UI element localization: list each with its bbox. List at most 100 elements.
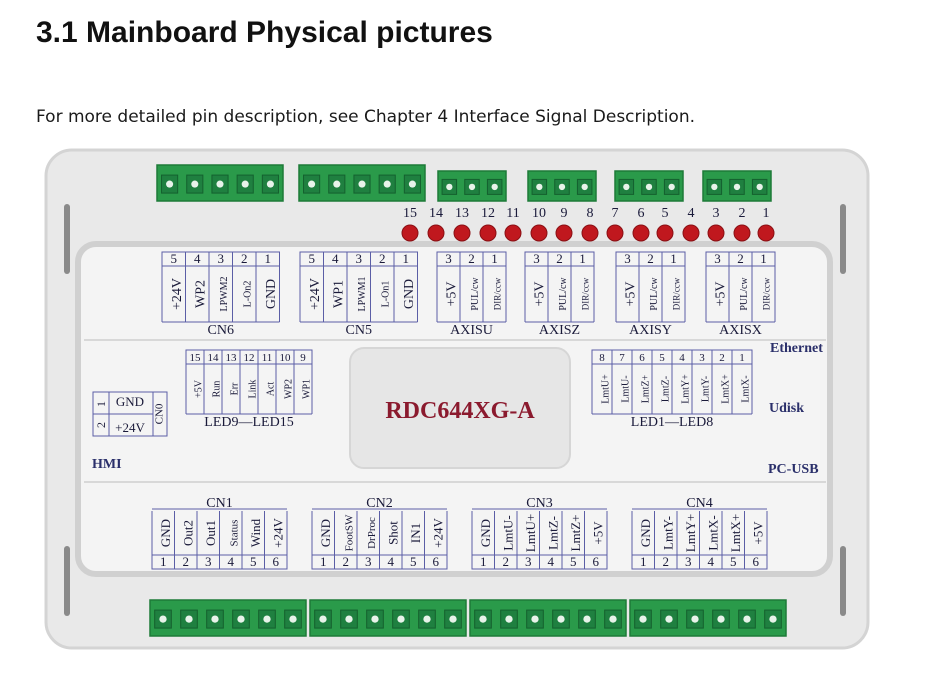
pin-number: 3: [365, 554, 372, 569]
pin-number: 2: [503, 554, 510, 569]
pin-number: 3: [624, 251, 631, 266]
top-terminal: [527, 170, 597, 202]
pin-number: 4: [228, 554, 235, 569]
pin-label: WP1: [331, 280, 346, 308]
pin-label: LmtY-: [661, 516, 676, 550]
led-indicator: [757, 224, 775, 242]
led-number: 1: [763, 206, 770, 221]
pin-label: +5V: [193, 379, 204, 398]
pin-label: LmtX-: [706, 515, 721, 550]
group-label: CN6: [208, 323, 234, 338]
pin-number: 4: [332, 251, 339, 266]
pin-label: Link: [247, 380, 258, 399]
led-indicator: [530, 224, 548, 242]
pin-label: LmtU-: [620, 375, 631, 402]
pin-number: 2: [556, 251, 563, 266]
pin-label: LPWM2: [219, 277, 230, 312]
pin-label: DIR/ccw: [672, 277, 682, 310]
pin-label: LmtY-: [700, 376, 711, 402]
pin-label: Shot: [386, 521, 401, 545]
pin-label: GND: [402, 279, 417, 309]
pin-number: 2: [183, 554, 190, 569]
pin-number: 9: [300, 352, 306, 364]
pin-label: GND: [318, 519, 333, 547]
top-terminal: [298, 164, 426, 202]
pin-label: +5V: [591, 521, 606, 545]
pin-label: +24V: [308, 278, 323, 310]
pin-number: 4: [194, 251, 201, 266]
pin-number: 3: [685, 554, 692, 569]
pin-number: 3: [445, 251, 452, 266]
pin-number: 3: [218, 251, 225, 266]
pin-number: 4: [388, 554, 395, 569]
pin-number: 2: [343, 554, 350, 569]
pin-label: LmtZ-: [546, 516, 561, 550]
pin-number: 3: [699, 352, 705, 364]
pin-number: 6: [639, 352, 645, 364]
top-terminal: [437, 170, 507, 202]
pin-label: LmtZ-: [660, 376, 671, 402]
pin-label: Err: [229, 382, 240, 395]
pin-number: 8: [599, 352, 605, 364]
pin-number: 6: [593, 554, 600, 569]
pin-number: 7: [619, 352, 625, 364]
led-number: 3: [713, 206, 720, 221]
pin-label: LmtU-: [501, 515, 516, 550]
pin-number: 1: [320, 554, 327, 569]
pin-label: GND: [638, 519, 653, 547]
pin-number: 5: [309, 251, 316, 266]
group-label: LED1—LED8: [631, 415, 713, 430]
pin-label: WP2: [283, 379, 294, 399]
pin-number: 13: [226, 352, 238, 364]
pin-number: 4: [679, 352, 685, 364]
pin-label: GND: [478, 519, 493, 547]
pin-number: 3: [525, 554, 532, 569]
pin-label: PUL/cw: [470, 277, 481, 311]
pin-label: PUL/cw: [739, 277, 750, 311]
udisk-label: Udisk: [769, 401, 804, 416]
pin-label: WP2: [193, 280, 208, 308]
bottom-terminal: [149, 599, 307, 637]
group-label: CN2: [366, 496, 392, 511]
pin-label: FootSW: [343, 514, 355, 551]
pin-number: 2: [379, 251, 386, 266]
pin-number: 4: [708, 554, 715, 569]
pin-number: 2: [663, 554, 670, 569]
led-indicator: [479, 224, 497, 242]
pin-number: 1: [670, 251, 677, 266]
pin-number: 3: [356, 251, 363, 266]
group-label: AXISX: [719, 323, 762, 338]
pin-number: 1: [760, 251, 767, 266]
led-indicator: [606, 224, 624, 242]
pin-label: Status: [228, 520, 240, 547]
pin-number: 14: [208, 352, 220, 364]
pin-label: Out2: [181, 520, 196, 546]
led-indicator: [401, 224, 419, 242]
pin-number: 1: [640, 554, 647, 569]
pin-label: Act: [265, 382, 276, 397]
led-number: 6: [638, 206, 645, 221]
group-label: CN0: [154, 403, 166, 424]
description-text: For more detailed pin description, see C…: [36, 107, 695, 127]
pin-number: 2: [647, 251, 654, 266]
pin-number: 5: [410, 554, 417, 569]
pin-number: 1: [739, 352, 745, 364]
pin-label: DIR/ccw: [762, 277, 772, 310]
pin-label: Wind: [248, 518, 263, 547]
top-terminal: [614, 170, 684, 202]
pin-number: 6: [433, 554, 440, 569]
led-indicator: [707, 224, 725, 242]
pin-number: 1: [579, 251, 586, 266]
pin-label: IN1: [408, 523, 423, 543]
pin-label: LmtX-: [740, 375, 751, 402]
